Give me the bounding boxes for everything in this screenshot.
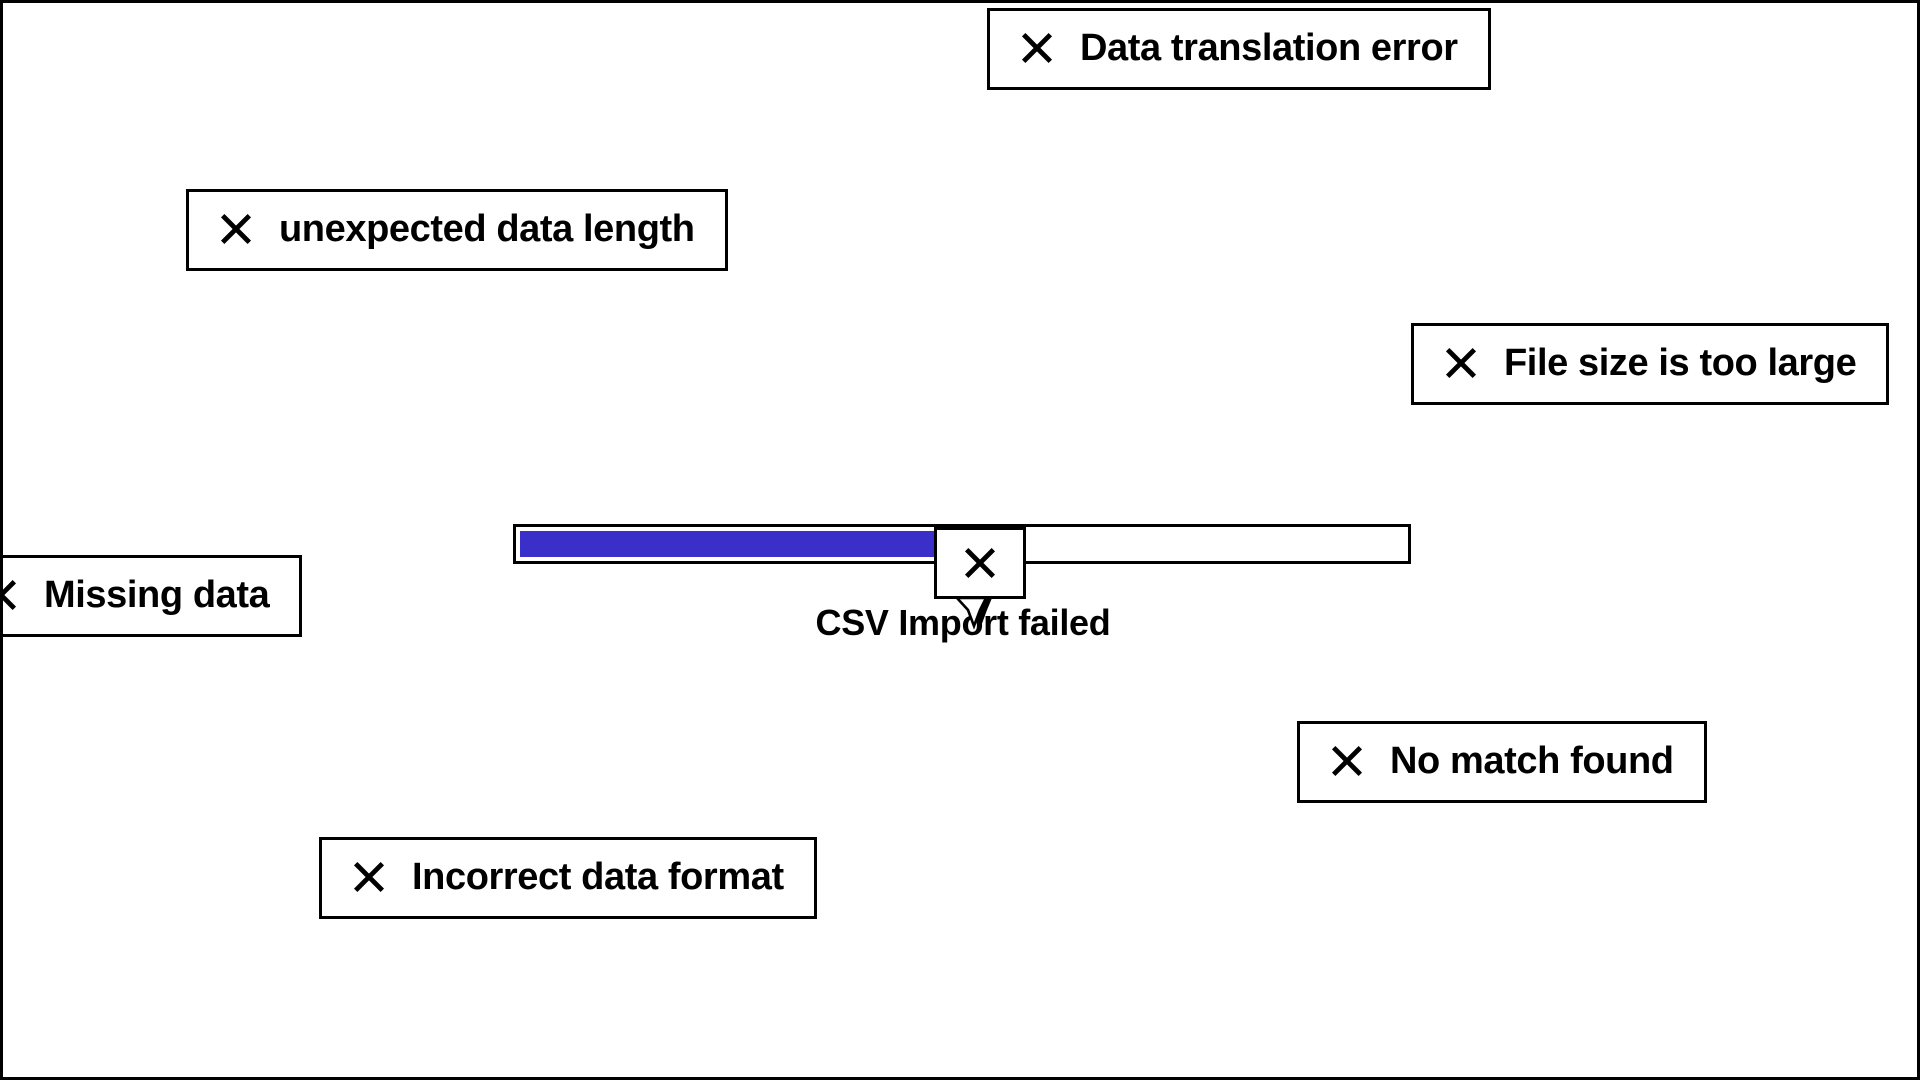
x-icon [219, 212, 253, 246]
toast-label: unexpected data length [279, 208, 695, 250]
x-icon [3, 578, 18, 612]
bubble-pointer-icon [934, 598, 1026, 630]
toast-label: Missing data [44, 574, 270, 616]
x-icon [963, 546, 997, 580]
toast-missing-data[interactable]: Missing data [3, 555, 316, 650]
toast-label: Data translation error [1080, 27, 1458, 69]
csv-import-progress: CSV Import failed [513, 423, 1413, 644]
progress-error-marker[interactable] [933, 527, 1035, 630]
progress-caption: CSV Import failed [815, 602, 1111, 643]
progress-bar-track[interactable] [513, 524, 1411, 630]
toast-no-match-found[interactable]: No match found [1297, 721, 1720, 816]
toast-label: No match found [1390, 740, 1674, 782]
x-icon [352, 860, 386, 894]
toast-label: Incorrect data format [412, 856, 784, 898]
toast-file-size-too-large[interactable]: File size is too large [1411, 323, 1903, 418]
toast-incorrect-data-format[interactable]: Incorrect data format [319, 837, 830, 932]
toast-data-translation-error[interactable]: Data translation error [987, 8, 1504, 103]
toast-label: File size is too large [1504, 342, 1857, 384]
x-icon [1330, 744, 1364, 778]
x-icon [1020, 31, 1054, 65]
toast-unexpected-data-length[interactable]: unexpected data length [186, 189, 741, 284]
x-icon [1444, 346, 1478, 380]
progress-bar-fill [520, 531, 980, 557]
progress-error-bubble [933, 527, 1035, 608]
